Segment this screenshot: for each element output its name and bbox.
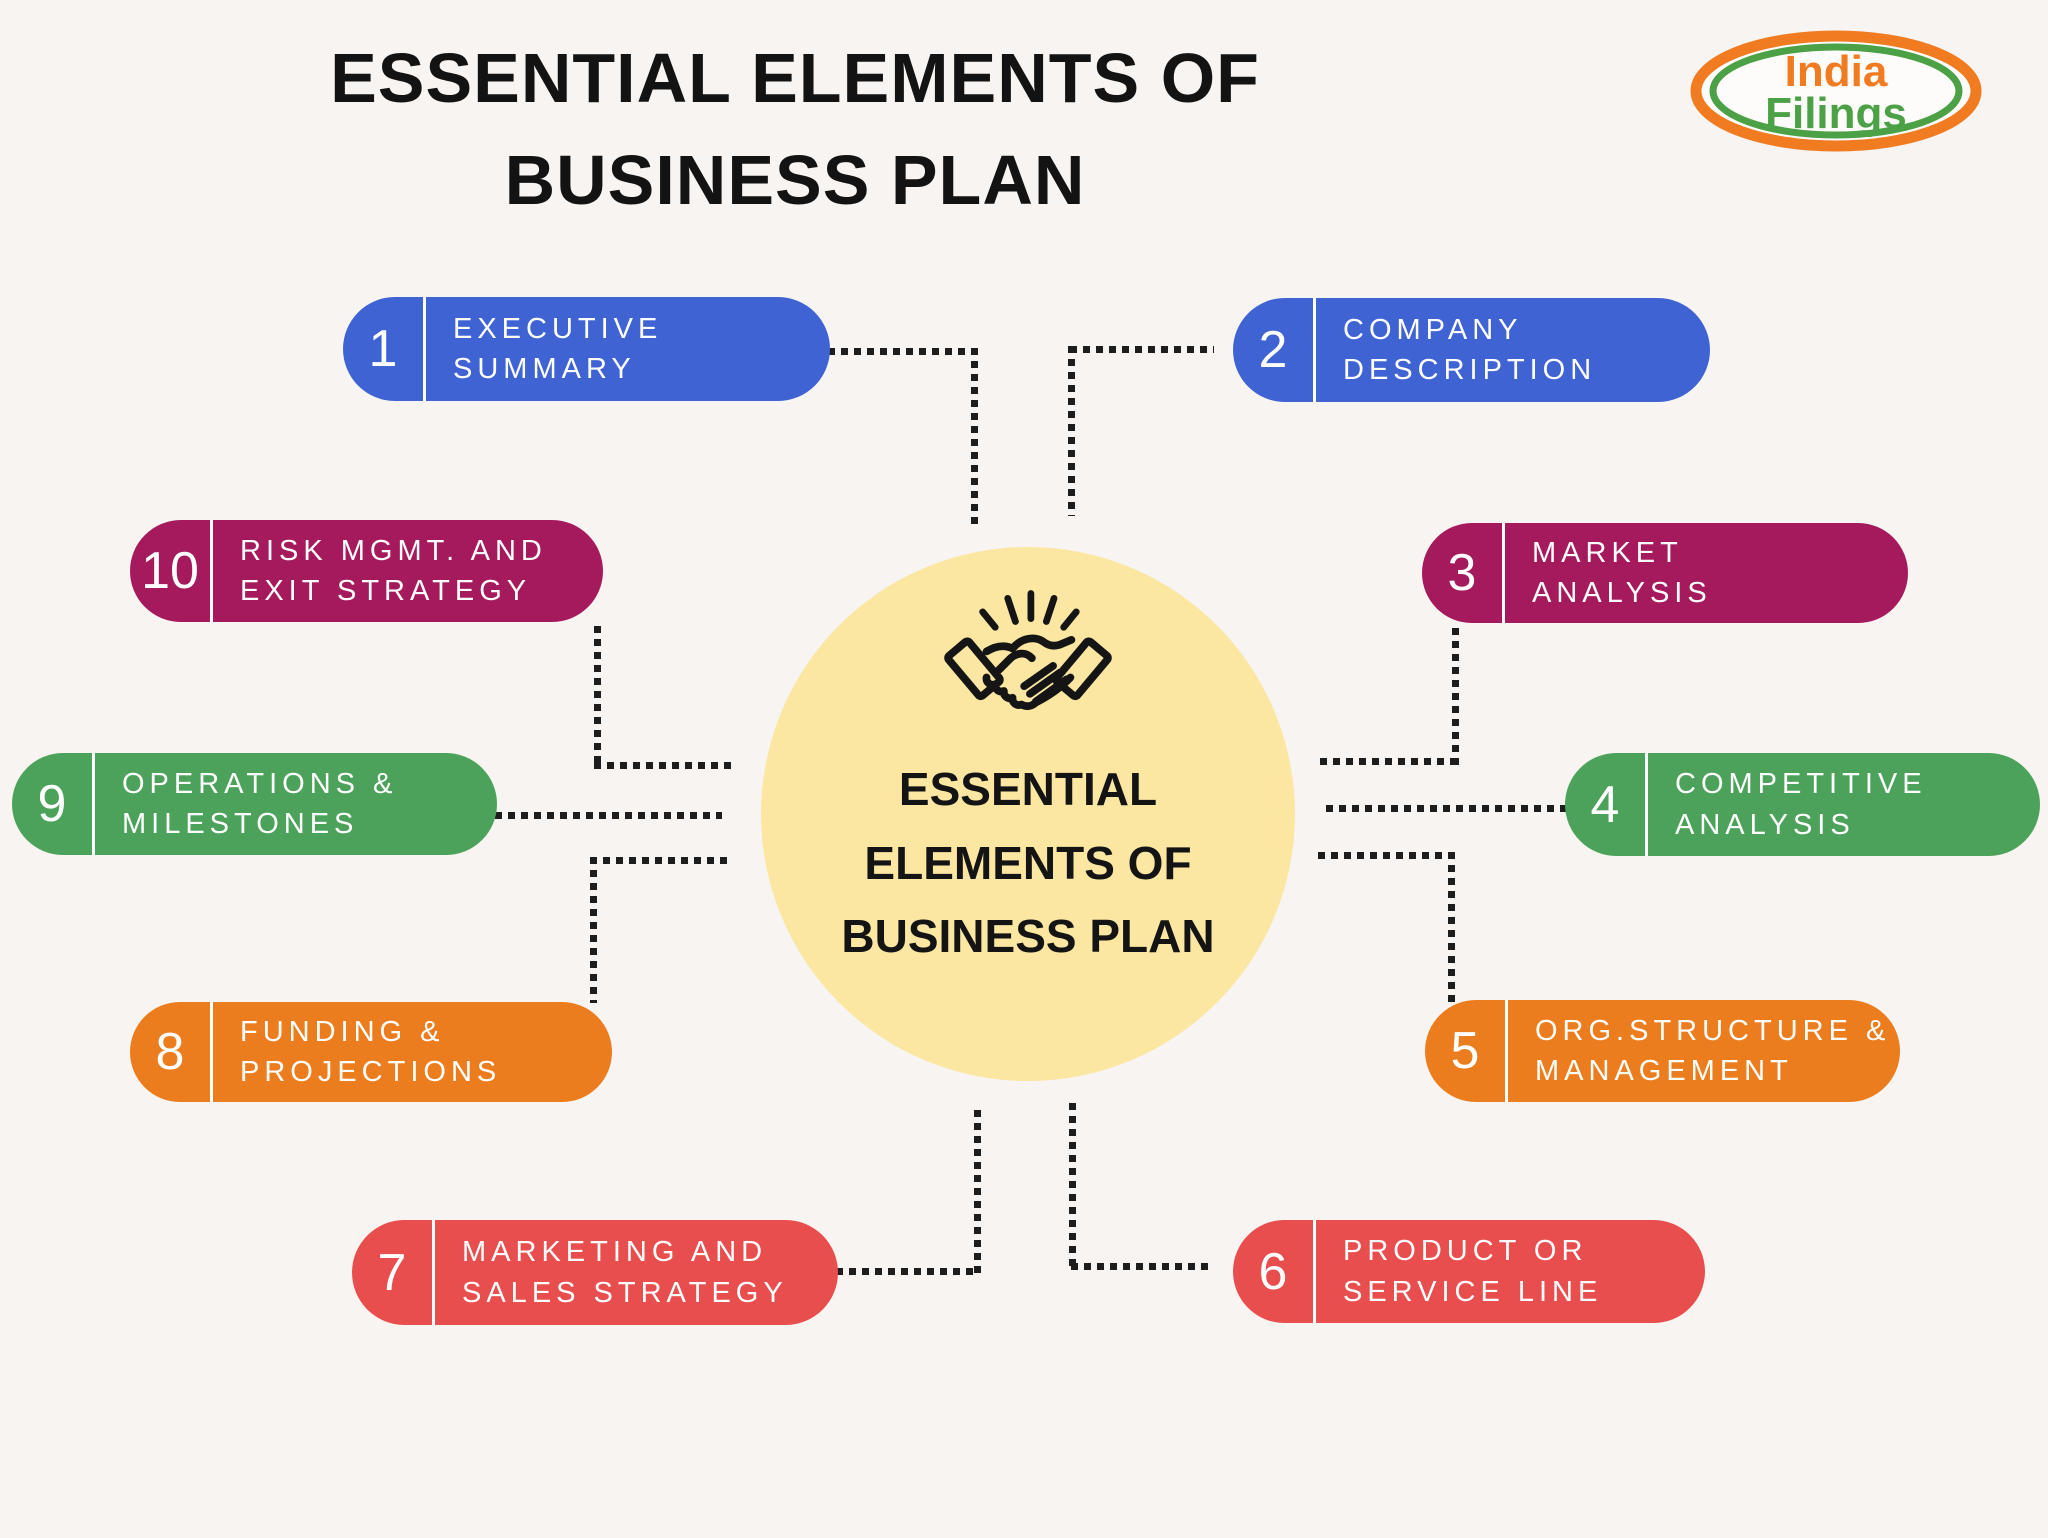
pill-number: 8 — [155, 1023, 185, 1081]
pill-number: 3 — [1447, 544, 1477, 602]
pill-7-marketing-and-sales-strategy: 7 MARKETING AND SALES STRATEGY — [352, 1220, 838, 1325]
pill-4-competitive-analysis: 4 COMPETITIVE ANALYSIS — [1565, 753, 2040, 856]
pill-label: RISK MGMT. AND EXIT STRATEGY — [240, 534, 547, 607]
connector-5-h — [1318, 852, 1452, 859]
pill-label: ORG.STRUCTURE & MANAGEMENT — [1535, 1014, 1891, 1087]
pill-number: 6 — [1258, 1242, 1288, 1301]
pill-2-company-description: 2 COMPANY DESCRIPTION — [1233, 298, 1710, 402]
connector-4-h — [1326, 805, 1566, 812]
pill-number: 4 — [1590, 775, 1620, 834]
pill-divider — [1505, 1000, 1508, 1102]
connector-3-v — [1452, 628, 1459, 765]
pill-label: OPERATIONS & MILESTONES — [122, 767, 398, 840]
pill-number: 5 — [1450, 1022, 1480, 1080]
connector-10-h — [594, 762, 734, 769]
pill-6-product-or-service-line: 6 PRODUCT OR SERVICE LINE — [1233, 1220, 1705, 1323]
pill-number: 1 — [368, 320, 398, 378]
pill-divider — [1502, 523, 1505, 623]
pill-divider — [210, 1002, 213, 1102]
pill-number: 7 — [377, 1243, 407, 1302]
connector-5-v — [1448, 852, 1455, 1002]
connector-1-v — [971, 348, 978, 526]
pill-divider — [1645, 753, 1648, 856]
pill-label: MARKETING AND SALES STRATEGY — [462, 1236, 788, 1309]
connector-3-h — [1320, 758, 1459, 765]
pill-label: MARKET ANALYSIS — [1532, 536, 1712, 609]
handshake-icon — [944, 590, 1112, 711]
pill-label: PRODUCT OR SERVICE LINE — [1343, 1235, 1603, 1308]
connector-1-h — [828, 348, 978, 355]
logo-inner-ellipse — [1709, 43, 1963, 139]
pill-divider — [1313, 298, 1316, 402]
pill-label: EXECUTIVE SUMMARY — [453, 312, 663, 385]
pill-divider — [210, 520, 213, 622]
connector-2-v — [1068, 346, 1075, 516]
connector-6-v — [1069, 1103, 1076, 1270]
connector-7-h — [836, 1268, 978, 1275]
page-title: ESSENTIAL ELEMENTS OF BUSINESS PLAN — [330, 39, 1260, 219]
pill-1-executive-summary: 1 EXECUTIVE SUMMARY — [343, 297, 830, 401]
center-label: ESSENTIAL ELEMENTS OF BUSINESS PLAN — [841, 763, 1215, 963]
pill-number: 10 — [141, 542, 199, 600]
pill-number: 9 — [37, 775, 67, 833]
pill-3-market-analysis: 3 MARKET ANALYSIS — [1422, 523, 1908, 623]
india-filings-logo: India Filings — [1690, 30, 1982, 152]
logo-text-india: India — [1785, 47, 1888, 96]
connector-8-h — [590, 857, 727, 864]
connector-8-v — [590, 857, 597, 1003]
connector-10-v — [594, 626, 601, 769]
logo-text-filings: Filings — [1765, 89, 1907, 138]
connector-7-v — [974, 1110, 981, 1275]
logo-outer-ellipse — [1690, 30, 1982, 152]
pill-divider — [92, 753, 95, 855]
pill-label: COMPETITIVE ANALYSIS — [1675, 768, 1927, 841]
pill-9-operations-milestones: 9 OPERATIONS & MILESTONES — [12, 753, 497, 855]
pill-number: 2 — [1258, 321, 1288, 379]
pill-divider — [1313, 1220, 1316, 1323]
center-circle: ESSENTIAL ELEMENTS OF BUSINESS PLAN — [761, 547, 1295, 1081]
pill-divider — [423, 297, 426, 401]
pill-label: COMPANY DESCRIPTION — [1343, 313, 1597, 386]
pill-8-funding-projections: 8 FUNDING & PROJECTIONS — [130, 1002, 612, 1102]
connector-2-h — [1070, 346, 1214, 353]
connector-6-h — [1071, 1263, 1214, 1270]
pill-label: FUNDING & PROJECTIONS — [240, 1015, 502, 1088]
pill-5-org-structure-management: 5 ORG.STRUCTURE & MANAGEMENT — [1425, 1000, 1900, 1102]
connector-9-h — [495, 812, 722, 819]
pill-divider — [432, 1220, 435, 1325]
pill-10-risk-mgmt-exit-strategy: 10 RISK MGMT. AND EXIT STRATEGY — [130, 520, 603, 622]
